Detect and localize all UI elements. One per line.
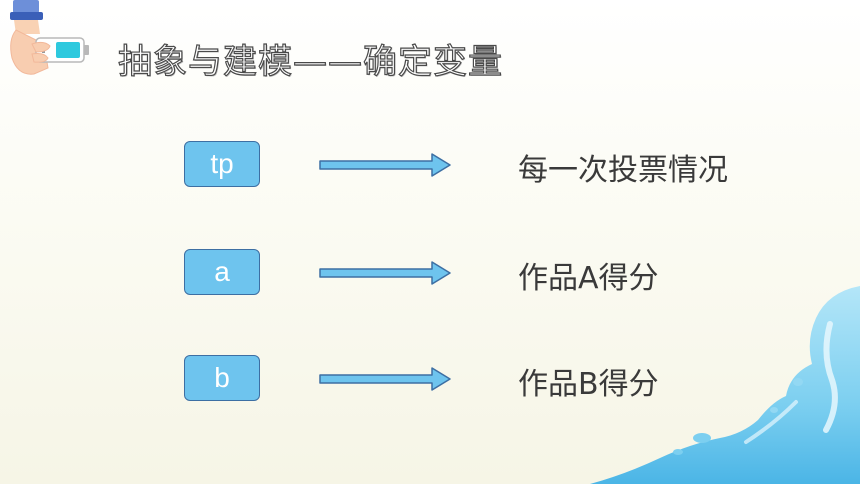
water-splash-decoration	[590, 286, 860, 484]
variable-row-b: b 作品B得分	[0, 355, 860, 405]
right-arrow-icon	[319, 261, 451, 285]
variable-row-tp: tp 每一次投票情况	[0, 141, 860, 191]
variable-meaning-a: 作品A得分	[518, 261, 659, 296]
right-arrow-icon	[319, 367, 451, 391]
variable-meaning-b: 作品B得分	[518, 367, 659, 402]
variable-box-a: a	[184, 249, 260, 295]
right-arrow-icon	[319, 153, 451, 177]
variable-box-tp: tp	[184, 141, 260, 187]
hand-holding-battery-icon	[10, 0, 89, 75]
variable-meaning-tp: 每一次投票情况	[518, 153, 728, 188]
variable-box-b: b	[184, 355, 260, 401]
variable-row-a: a 作品A得分	[0, 249, 860, 299]
slide-title: 抽象与建模——确定变量	[117, 41, 503, 82]
